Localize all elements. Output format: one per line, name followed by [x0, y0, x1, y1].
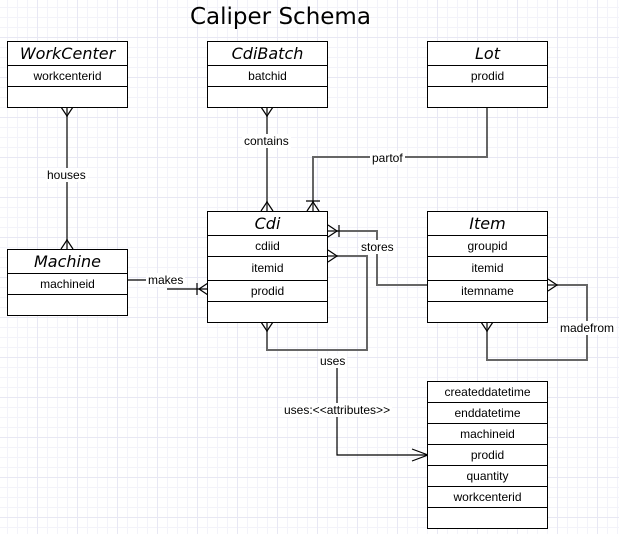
crowfoot-cdi-bottom — [260, 321, 274, 333]
entity-title: Item — [428, 212, 547, 236]
crowfoot-cdi-right1 — [327, 224, 340, 238]
madefrom-line — [486, 284, 588, 361]
label-stores: stores — [359, 240, 396, 254]
entity-title: Machine — [8, 250, 127, 274]
field-batchid: batchid — [208, 66, 327, 87]
entity-lot[interactable]: Lot prodid — [427, 41, 548, 108]
entity-cdi[interactable]: Cdi cdiid itemid prodid — [207, 211, 328, 323]
field-itemid: itemid — [428, 257, 547, 281]
label-uses: uses — [318, 354, 348, 368]
label-uses-attributes: uses:<<attributes>> — [282, 403, 393, 417]
crowfoot-cdi-right2 — [327, 249, 339, 263]
crowfoot-item-right — [547, 278, 559, 292]
entity-title: WorkCenter — [8, 42, 127, 66]
field-quantity: quantity — [428, 466, 547, 487]
field-prodid: prodid — [208, 281, 327, 302]
crowfoot-workcenter — [60, 106, 74, 118]
entity-title: Cdi — [208, 212, 327, 236]
methods-compartment — [8, 87, 127, 107]
crowfoot-cdi-left — [196, 282, 209, 296]
methods-compartment — [428, 302, 547, 322]
field-itemid: itemid — [208, 257, 327, 281]
uses-line — [266, 255, 368, 351]
label-makes: makes — [146, 273, 186, 287]
crowfoot-cdi-top1 — [260, 200, 274, 212]
field-itemname: itemname — [428, 281, 547, 302]
crowfoot-cdibatch — [260, 106, 274, 118]
uses-attributes-line — [336, 356, 428, 456]
field-workcenterid: workcenterid — [8, 66, 127, 87]
field-machineid: machineid — [8, 274, 127, 295]
field-cdiid: cdiid — [208, 236, 327, 257]
methods-compartment — [208, 87, 327, 107]
stores-line — [328, 230, 428, 286]
methods-compartment — [208, 302, 327, 322]
methods-compartment — [428, 508, 547, 528]
entity-attributes[interactable]: createddatetime enddatetime machineid pr… — [427, 381, 548, 529]
entity-cdibatch[interactable]: CdiBatch batchid — [207, 41, 328, 108]
crowfoot-machine — [60, 238, 74, 250]
label-contains: contains — [242, 134, 291, 148]
methods-compartment — [8, 295, 127, 315]
methods-compartment — [428, 87, 547, 107]
label-partof: partof — [370, 151, 405, 165]
entity-item[interactable]: Item groupid itemid itemname — [427, 211, 548, 323]
entity-title: Lot — [428, 42, 547, 66]
field-workcenterid: workcenterid — [428, 487, 547, 508]
label-madefrom: madefrom — [558, 321, 617, 335]
entity-workcenter[interactable]: WorkCenter workcenterid — [7, 41, 128, 108]
field-groupid: groupid — [428, 236, 547, 257]
entity-title: CdiBatch — [208, 42, 327, 66]
field-prodid: prodid — [428, 66, 547, 87]
field-createddatetime: createddatetime — [428, 382, 547, 403]
entity-machine[interactable]: Machine machineid — [7, 249, 128, 316]
field-enddatetime: enddatetime — [428, 403, 547, 424]
crowfoot-cdi-top2 — [306, 200, 320, 212]
label-houses: houses — [45, 168, 88, 182]
crowfoot-item-bottom — [480, 321, 494, 333]
field-machineid: machineid — [428, 424, 547, 445]
diagram-title: Caliper Schema — [190, 4, 371, 30]
field-prodid: prodid — [428, 445, 547, 466]
